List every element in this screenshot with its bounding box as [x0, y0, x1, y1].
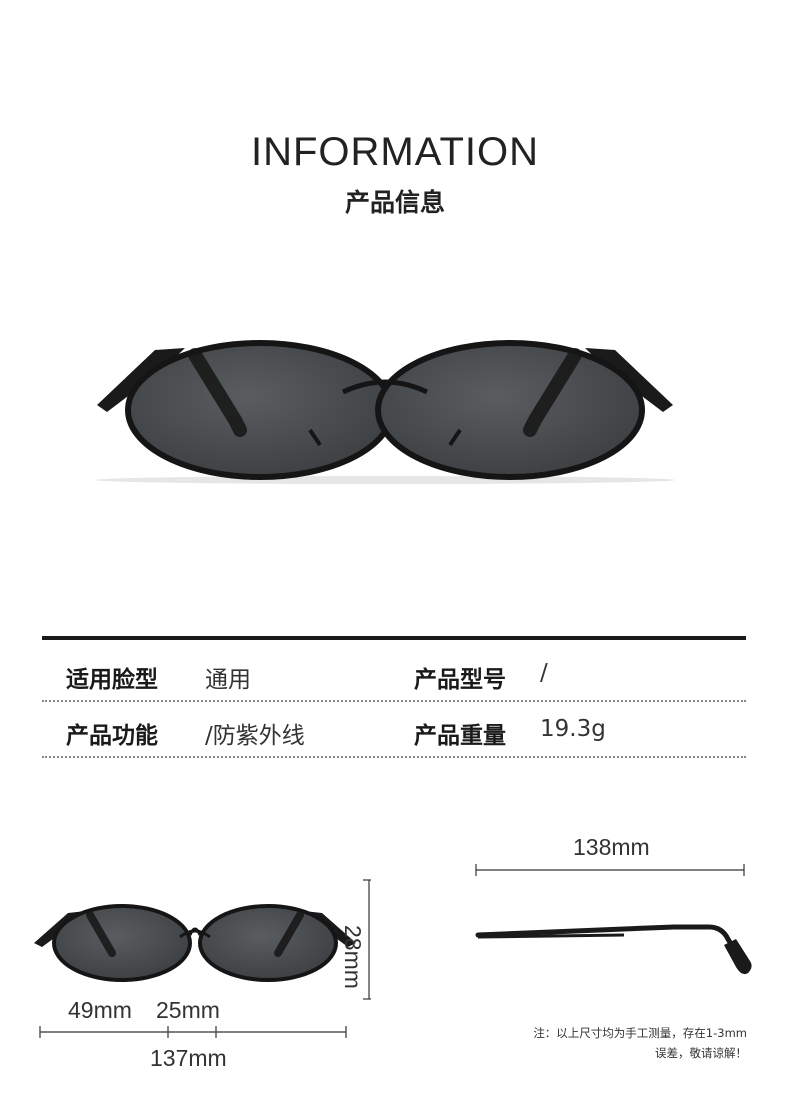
- page-subtitle: 产品信息: [344, 188, 445, 217]
- page-title: INFORMATION: [250, 130, 539, 174]
- spec-label-face-shape: 适用脸型: [66, 667, 158, 693]
- temple-length-label: 138mm: [573, 834, 650, 860]
- specs-bottom-divider: [42, 756, 746, 758]
- spec-label-weight: 产品重量: [414, 723, 506, 749]
- spec-label-model: 产品型号: [414, 667, 506, 693]
- sunglasses-front-small-image: [34, 904, 356, 982]
- spec-value-model: /: [540, 660, 548, 686]
- sunglasses-side-image: [475, 924, 752, 975]
- frame-width-label: 137mm: [150, 1045, 227, 1071]
- specs-row-divider: [42, 700, 746, 702]
- lens-width-label: 49mm: [68, 997, 132, 1023]
- spec-value-weight: 19.3g: [540, 716, 606, 742]
- temple-dimension-line: [475, 864, 745, 876]
- spec-label-function: 产品功能: [66, 723, 158, 749]
- bridge-width-label: 25mm: [156, 997, 220, 1023]
- spec-value-face-shape: 通用: [205, 667, 251, 693]
- measurement-note-line1: 注：以上尺寸均为手工测量，存在1-3mm: [533, 1026, 747, 1040]
- width-dimension-line: [39, 1026, 347, 1038]
- spec-value-function: /防紫外线: [205, 723, 305, 749]
- height-dimension-line: [363, 879, 371, 1000]
- measurement-note-line2: 误差，敬请谅解！: [655, 1046, 747, 1060]
- lens-height-label: 28mm: [340, 925, 366, 989]
- sunglasses-front-image: [95, 340, 675, 484]
- specs-top-divider: [42, 636, 746, 640]
